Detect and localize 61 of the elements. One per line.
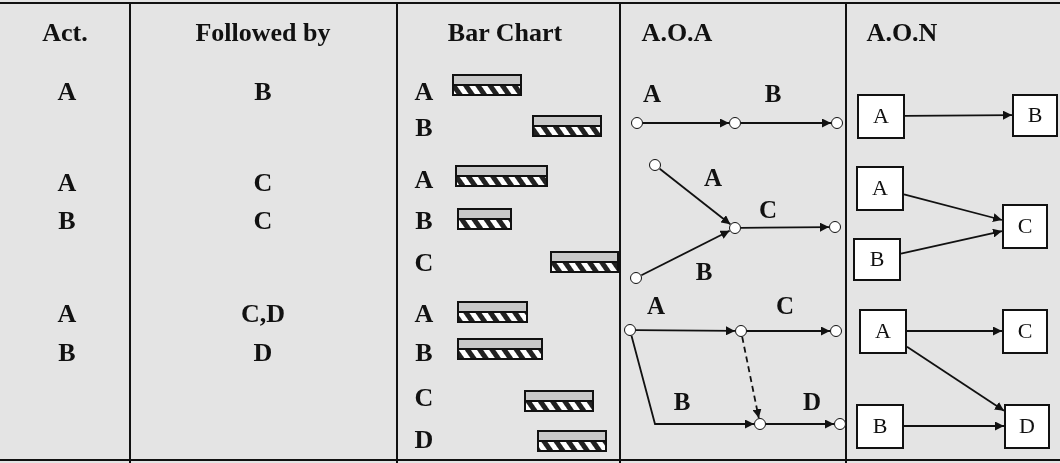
event-node bbox=[829, 221, 841, 233]
successor-list: D bbox=[253, 340, 273, 366]
activity-box: A bbox=[856, 165, 904, 211]
bar-label: A bbox=[414, 301, 434, 327]
activity-name: B bbox=[58, 340, 76, 366]
event-node bbox=[754, 418, 766, 430]
event-node bbox=[735, 325, 747, 337]
activity-name: B bbox=[58, 208, 76, 234]
successor-list: C bbox=[253, 170, 273, 196]
arrow bbox=[635, 326, 736, 336]
event-node bbox=[729, 222, 741, 234]
bar-label: C bbox=[414, 250, 434, 276]
activity-box: D bbox=[1004, 403, 1050, 449]
event-node bbox=[830, 325, 842, 337]
arrow bbox=[740, 118, 832, 128]
event-node bbox=[624, 324, 636, 336]
bar-label: A bbox=[414, 167, 434, 193]
bar-label: A bbox=[414, 79, 434, 105]
activity-box: A bbox=[859, 308, 907, 354]
arrow bbox=[740, 222, 830, 232]
bar-label: D bbox=[414, 427, 434, 453]
event-node bbox=[831, 117, 843, 129]
arrow bbox=[906, 326, 1003, 336]
successor-list: B bbox=[254, 79, 272, 105]
arrow bbox=[903, 193, 1003, 223]
activity-box: B bbox=[856, 403, 904, 449]
bar-label: B bbox=[415, 208, 433, 234]
bar-label: B bbox=[415, 115, 433, 141]
arrow bbox=[746, 326, 831, 336]
arrow bbox=[765, 419, 835, 429]
column-header: Followed by bbox=[195, 20, 331, 46]
activity-name: A bbox=[57, 301, 77, 327]
column-header: Act. bbox=[42, 20, 88, 46]
column-header: A.O.N bbox=[866, 20, 938, 46]
event-node bbox=[630, 272, 642, 284]
bar-label: C bbox=[414, 385, 434, 411]
activity-box: A bbox=[857, 93, 905, 139]
arrow bbox=[904, 110, 1013, 120]
activity-box: C bbox=[1002, 308, 1048, 354]
arrow bbox=[658, 167, 732, 226]
column-header: Bar Chart bbox=[447, 20, 563, 46]
activity-box: B bbox=[853, 237, 901, 281]
activity-name: A bbox=[57, 170, 77, 196]
activity-name: A bbox=[57, 79, 77, 105]
bar-label: B bbox=[415, 340, 433, 366]
arrow bbox=[906, 345, 1005, 412]
event-node bbox=[834, 418, 846, 430]
event-node bbox=[649, 159, 661, 171]
arrow bbox=[903, 421, 1005, 431]
column-header: A.O.A bbox=[641, 20, 713, 46]
arrow bbox=[630, 334, 755, 429]
activity-box: B bbox=[1012, 93, 1058, 137]
arrow bbox=[640, 229, 731, 277]
arrow bbox=[642, 118, 730, 128]
activity-box: C bbox=[1002, 203, 1048, 249]
dashed-arrow bbox=[741, 336, 762, 419]
event-node bbox=[631, 117, 643, 129]
event-node bbox=[729, 117, 741, 129]
successor-list: C bbox=[253, 208, 273, 234]
successor-list: C,D bbox=[240, 301, 286, 327]
arrow bbox=[900, 228, 1003, 255]
